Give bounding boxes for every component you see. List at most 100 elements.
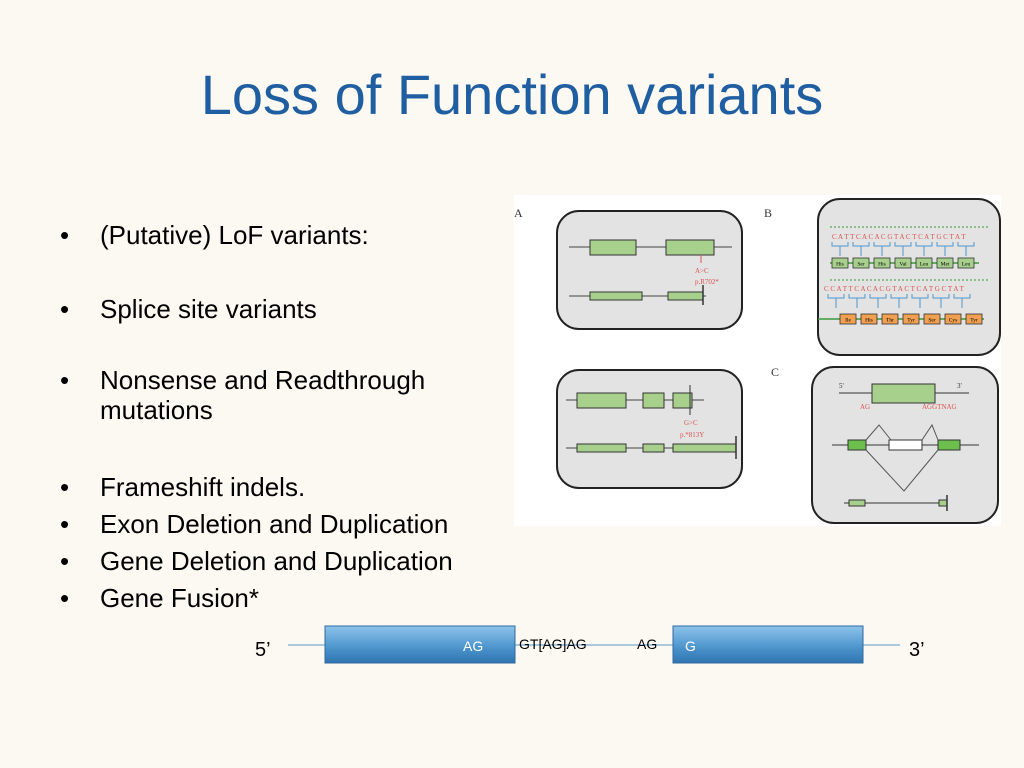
amino-acid-label: Ile [845,318,851,324]
bullet-item: • Frameshift indels. [60,472,305,503]
splice-junction [865,424,892,441]
splice-five-prime: 5' [839,382,844,390]
three-prime-label: 3’ [909,639,925,661]
codon-sequence-top: C A T T C A C A C G T A C T C A T G C T … [832,233,966,241]
amino-acid-box [902,313,920,325]
amino-acids-top: His Ser His Val Leu Met Leu [836,262,970,268]
amino-acid-label: His [878,262,886,268]
bullet-text: Exon Deletion and Duplication [100,509,449,539]
panel-a-protein: p.R702* [695,278,719,286]
amino-acid-label: Thr [886,318,894,324]
amino-acid-label: His [836,262,844,268]
panel-a-lower-box [556,369,743,489]
amino-acid-box [965,313,983,325]
exon-box [848,499,866,507]
amino-acid-box [944,313,962,325]
panel-a-box [556,210,743,330]
amino-acid-label: Tyr [907,318,915,324]
intron-label: GT[AG]AG [519,636,587,652]
exon-box [589,291,643,301]
panel-c-mutation: G>C [684,419,698,427]
amino-acid-label: Tyr [970,318,978,324]
exon-2-box [672,625,864,664]
bullet-item: • Nonsense and Readthrough mutations [60,365,425,425]
exon-box [642,443,665,453]
amino-acid-box [860,313,878,325]
amino-acid-box [957,257,975,269]
splice-diagram-svg: 5’ AG GT[AG]AG AG G 3’ [255,625,925,664]
amino-acid-box [923,313,941,325]
bullet-item: • Splice site variants [60,294,317,325]
panel-a-mutation: A>C [695,267,709,275]
bullet-text: (Putative) LoF variants: [100,220,369,250]
codon-brackets-bottom [827,294,971,308]
panel-b-label: B [764,206,772,220]
splice-ag-right: AGGTNAG [922,403,957,411]
codon-brackets-top [831,242,975,256]
exon-1-label: AG [463,638,483,654]
amino-acid-box [936,257,954,269]
exon-2-label: G [685,638,696,654]
acceptor-label: AG [637,636,657,652]
amino-acid-box [915,257,933,269]
amino-acid-label: Leu [920,262,929,268]
exon-1-box [324,625,516,664]
bullet-dot: • [60,365,70,395]
bullet-dot: • [60,220,70,250]
splice-three-prime: 3' [957,382,962,390]
amino-acid-label: Ser [857,262,865,268]
panel-a-label: A [514,206,523,220]
exon-box [847,439,867,451]
splice-ag-left: AG [860,403,870,411]
amino-acid-label: His [865,318,873,324]
amino-acid-label: Cys [949,318,958,324]
splice-skip-junction [865,449,939,492]
exon-box [642,392,665,409]
splice-diagram: 5’ AG GT[AG]AG AG G 3’ [240,615,940,680]
lof-figure-svg: A A>C p.R702* B C A T T C A C A C G T A … [514,198,1001,524]
panel-c-protein: p.*813Y [680,431,704,439]
amino-acid-label: Val [899,262,907,268]
amino-acid-box [852,257,870,269]
bullet-text-line: mutations [100,395,213,425]
codon-sequence-bottom: C C A T T C A C A C G T A C T C A T G C … [824,285,965,293]
bullet-text: Frameshift indels. [100,472,306,502]
bullet-item: • (Putative) LoF variants: [60,220,369,251]
splice-junction [921,423,939,441]
exon-box [665,239,715,256]
bullet-text: Nonsense and Readthrough mutations [100,365,425,425]
bullet-dot: • [60,583,70,613]
bullet-text: Gene Deletion and Duplication [100,546,453,576]
exon-box [672,443,737,453]
amino-acid-label: Met [941,262,950,268]
amino-acid-box [894,257,912,269]
exon-box [589,239,637,256]
amino-acid-box [873,257,891,269]
bullet-item: • Exon Deletion and Duplication [60,509,448,540]
skipped-exon-box [888,439,923,451]
panel-c-label: C [771,365,779,379]
amino-acids-bottom: Ile His Thr Tyr Ser Cys Tyr [845,318,978,324]
bullet-dot: • [60,472,70,502]
amino-acid-label: Ser [928,318,936,324]
amino-acid-label: Leu [962,262,971,268]
exon-box [576,443,627,453]
five-prime-label: 5’ [255,639,271,661]
panel-b-box [817,198,1001,356]
exon-box [937,439,961,451]
bullet-text: Splice site variants [100,294,317,324]
slide-title: Loss of Function variants [200,63,824,126]
exon-box [667,291,704,301]
exon-box [938,499,948,507]
amino-acid-box [881,313,899,325]
exon-box [672,392,693,409]
exon-box [871,383,936,404]
exon-box [576,392,627,409]
bullet-dot: • [60,546,70,576]
bullet-text-line: Nonsense and Readthrough [100,365,426,395]
bullet-dot: • [60,509,70,539]
bullet-item: • Gene Fusion* [60,583,259,614]
bullet-item: • Gene Deletion and Duplication [60,546,453,577]
bullet-dot: • [60,294,70,324]
amino-acid-box [831,257,849,269]
